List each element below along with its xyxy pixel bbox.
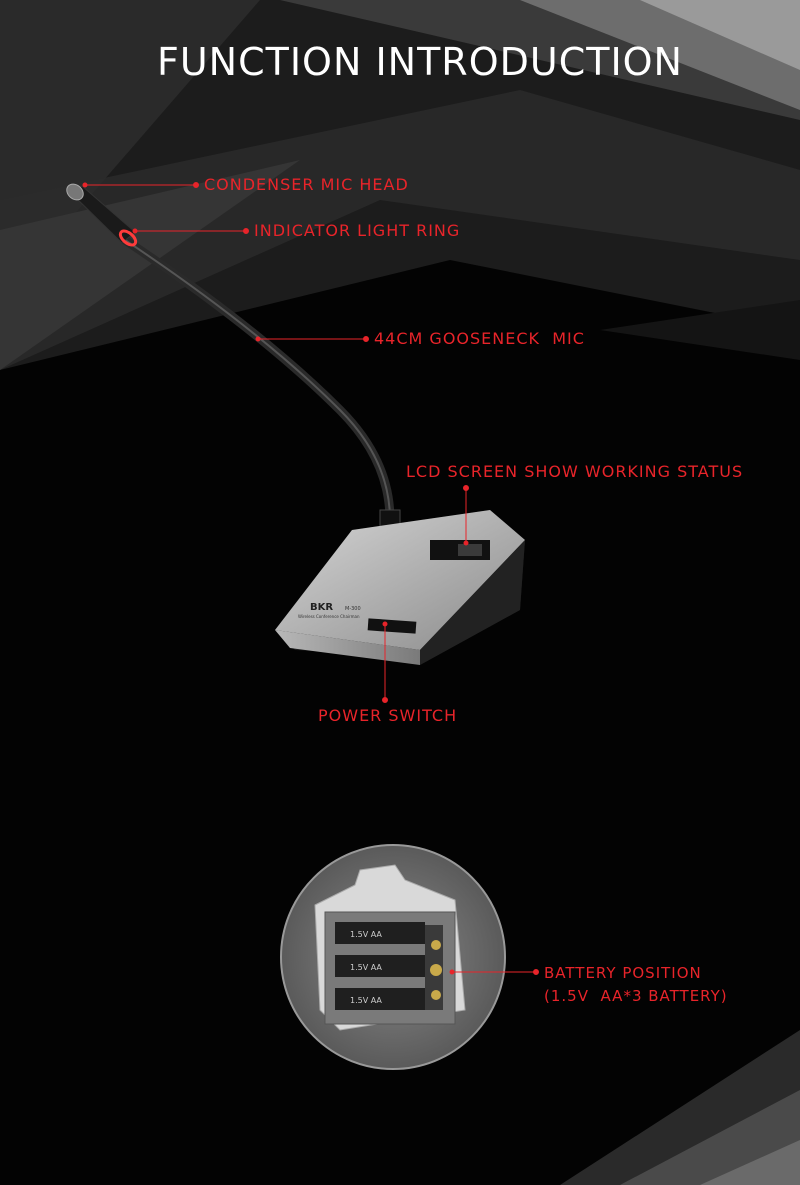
callout-power-switch: POWER SWITCH <box>318 706 458 725</box>
callout-gooseneck-mic: 44CM GOOSENECK MIC <box>374 329 585 348</box>
brand-tagline: Wireless Conference Chairman <box>298 614 360 619</box>
callout-battery-position: BATTERY POSITION <box>544 964 702 982</box>
callout-battery-spec: (1.5V AA*3 BATTERY) <box>544 987 728 1005</box>
microphone-base: BKR M-300 Wireless Conference Chairman <box>275 510 525 665</box>
brand-logo: BKR <box>310 602 333 613</box>
brand-model: M-300 <box>345 606 361 612</box>
battery-label-1: 1.5V AA <box>350 930 382 939</box>
battery-label-2: 1.5V AA <box>350 963 382 972</box>
callout-lcd-screen: LCD SCREEN SHOW WORKING STATUS <box>406 462 744 481</box>
callout-indicator-light-ring: INDICATOR LIGHT RING <box>254 221 461 240</box>
mic-head <box>66 183 136 244</box>
gooseneck <box>120 235 395 525</box>
battery-label-3: 1.5V AA <box>350 996 382 1005</box>
power-switch <box>367 618 417 634</box>
callout-condenser-mic-head: CONDENSER MIC HEAD <box>204 175 409 194</box>
page-title: FUNCTION INTRODUCTION <box>157 40 683 84</box>
indicator-ring <box>118 229 138 247</box>
battery-compartment: 1.5V AA 1.5V AA 1.5V AA <box>280 844 506 1070</box>
